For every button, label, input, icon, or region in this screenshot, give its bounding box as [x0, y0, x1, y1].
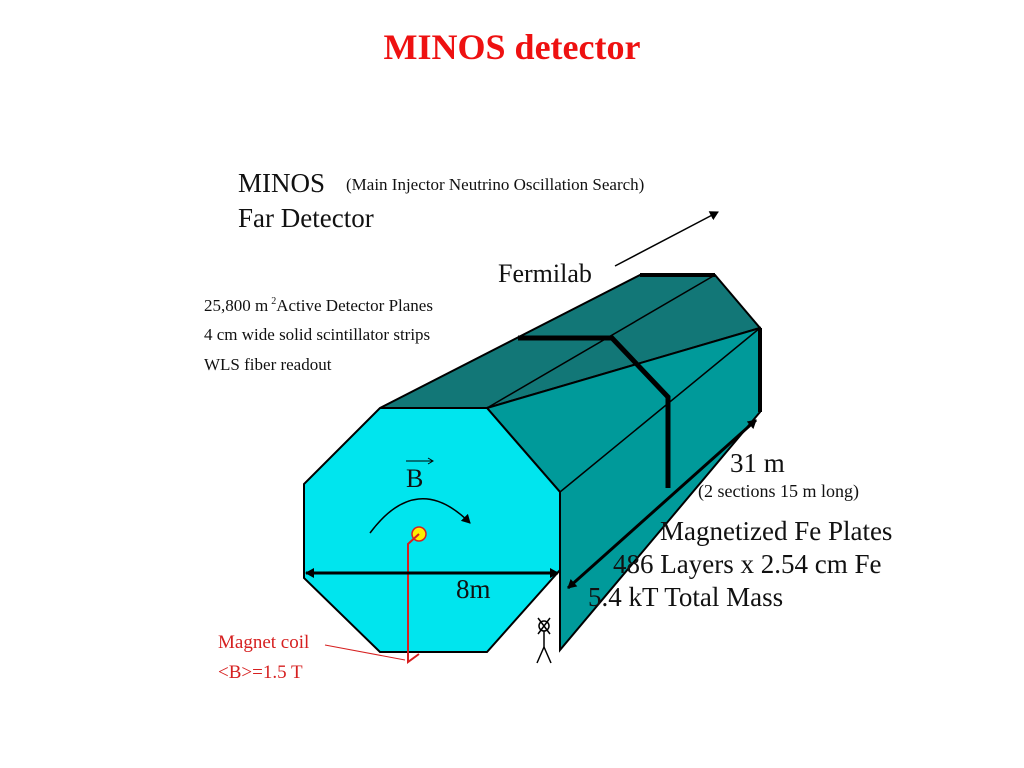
plates-line3: 5.4 kT Total Mass	[588, 582, 783, 612]
length-note: (2 sections 15 m long)	[698, 481, 859, 502]
spec-strips: 4 cm wide solid scintillator strips	[204, 325, 430, 344]
coil-pointer	[324, 644, 406, 661]
field-vector-bar-head	[427, 457, 434, 465]
coil-label: Magnet coil	[218, 632, 309, 653]
spec-planes-sup: 2	[271, 296, 276, 307]
length-label: 31 m	[730, 448, 785, 478]
heading-subtitle: Far Detector	[238, 203, 374, 233]
magnet-coil-line	[407, 533, 420, 664]
fermilab-arrow	[614, 211, 719, 267]
spec-planes-suffix: Active Detector Planes	[276, 296, 433, 315]
detector-front-face	[303, 407, 561, 653]
person-icon	[536, 617, 552, 664]
field-symbol: B	[406, 464, 423, 493]
fermilab-label: Fermilab	[498, 259, 592, 288]
plates-line1: Magnetized Fe Plates	[660, 516, 892, 546]
spec-readout: WLS fiber readout	[204, 355, 332, 374]
curved-arrow-icon	[369, 498, 471, 534]
slide-title: MINOS detector	[383, 27, 641, 67]
top-ridge	[486, 274, 716, 409]
heading-full-name: (Main Injector Neutrino Oscillation Sear…	[346, 175, 644, 194]
spec-planes-prefix: 25,800 m	[204, 296, 268, 315]
width-label: 8m	[456, 574, 491, 604]
heading-name: MINOS	[238, 168, 325, 198]
length-dimension-arrow	[567, 418, 757, 590]
plates-line2: 486 Layers x 2.54 cm Fe	[613, 549, 881, 579]
coil-field-strength: <B>=1.5 T	[218, 662, 303, 683]
